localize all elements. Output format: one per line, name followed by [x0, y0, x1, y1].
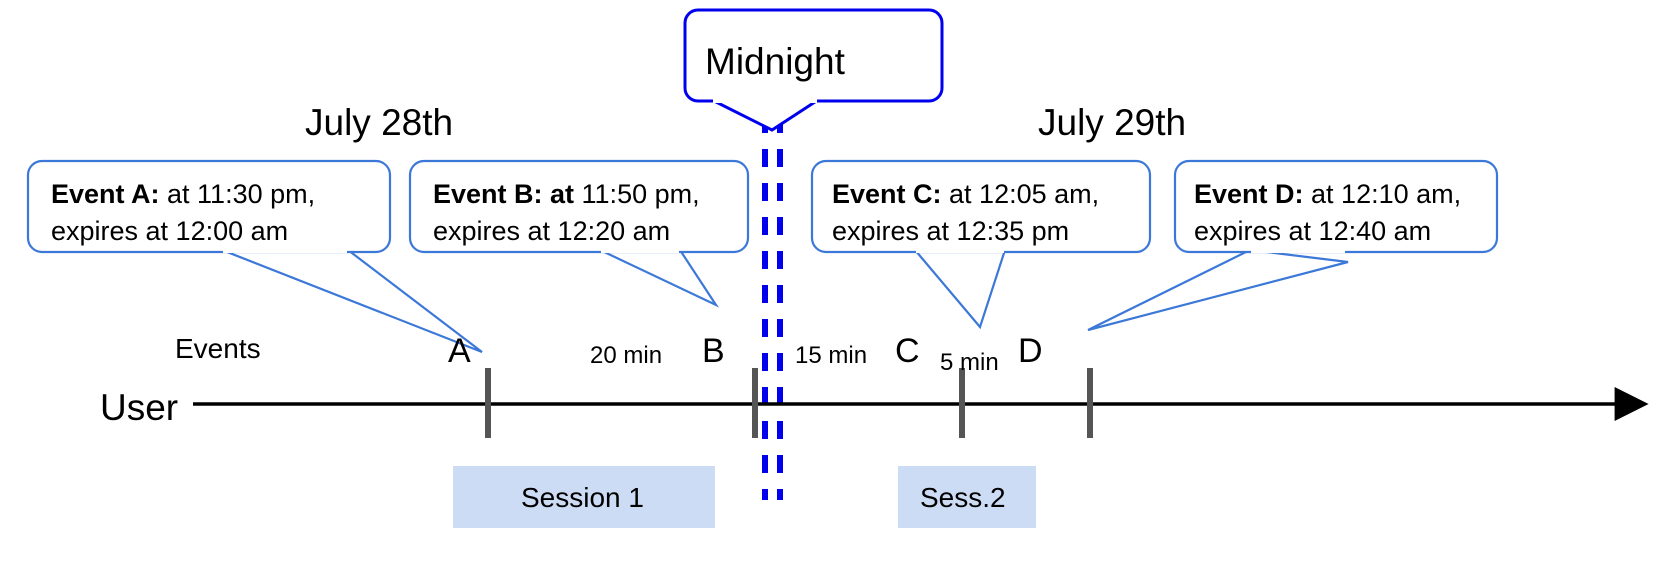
callout-a-line2: expires at 12:00 am	[51, 216, 288, 246]
callout-c-bold: Event C:	[832, 179, 942, 209]
callout-c-rest: at 12:05 am,	[942, 179, 1100, 209]
event-marker-c[interactable]: C	[895, 332, 965, 438]
callout-event-d[interactable]: Event D: at 12:10 am, expires at 12:40 a…	[1087, 159, 1499, 332]
gap-label-5min: 5 min	[940, 349, 999, 376]
date-label-july-29: July 29th	[1038, 102, 1186, 143]
session-bar-1[interactable]: Session 1	[453, 466, 715, 528]
row-label-user: User	[100, 387, 178, 428]
event-marker-b[interactable]: B	[702, 332, 758, 438]
event-letter-a: A	[448, 332, 471, 370]
callout-d-line1: Event D: at 12:10 am,	[1194, 179, 1461, 209]
callout-c-line2: expires at 12:35 pm	[832, 216, 1069, 246]
callout-d-bold: Event D:	[1194, 179, 1304, 209]
callout-b-line1: Event B: at 11:50 pm,	[433, 179, 700, 209]
callout-event-c[interactable]: Event C: at 12:05 am, expires at 12:35 p…	[810, 159, 1152, 330]
gap-label-20min: 20 min	[590, 342, 662, 369]
callout-b-bold: Event B: at	[433, 179, 574, 209]
session-2-label: Sess.2	[920, 482, 1006, 513]
callout-d-line2: expires at 12:40 am	[1194, 216, 1431, 246]
callout-a-tail	[221, 248, 483, 354]
callout-d-tail	[1087, 248, 1349, 332]
session-bar-2[interactable]: Sess.2	[898, 466, 1036, 528]
callout-b-rest: 11:50 pm,	[574, 179, 700, 209]
event-letter-b: B	[702, 332, 725, 370]
midnight-callout[interactable]: Midnight	[683, 8, 944, 132]
midnight-divider	[762, 115, 783, 500]
event-marker-a[interactable]: A	[448, 332, 491, 438]
callout-a-line1: Event A: at 11:30 pm,	[51, 179, 315, 209]
date-label-july-28: July 28th	[305, 102, 453, 143]
callout-c-line1: Event C: at 12:05 am,	[832, 179, 1099, 209]
session-2-rect	[898, 466, 1036, 528]
event-marker-d[interactable]: D	[1018, 332, 1093, 438]
event-letter-d: D	[1018, 332, 1043, 370]
callout-event-a[interactable]: Event A: at 11:30 pm, expires at 12:00 a…	[26, 159, 483, 354]
gap-label-15min: 15 min	[795, 342, 867, 369]
callout-b-tail	[599, 248, 720, 308]
callout-b-box	[408, 159, 750, 254]
row-label-events: Events	[175, 333, 261, 364]
midnight-label: Midnight	[705, 41, 846, 82]
midnight-callout-tail	[711, 98, 824, 132]
callout-d-rest: at 12:10 am,	[1304, 179, 1462, 209]
event-letter-c: C	[895, 332, 920, 370]
session-1-label: Session 1	[521, 482, 644, 513]
session-1-rect	[453, 466, 715, 528]
callout-c-tail	[912, 248, 1007, 330]
callout-b-line2: expires at 12:20 am	[433, 216, 670, 246]
callout-a-bold: Event A:	[51, 179, 160, 209]
callout-a-rest: at 11:30 pm,	[160, 179, 316, 209]
callout-event-b[interactable]: Event B: at 11:50 pm, expires at 12:20 a…	[408, 159, 750, 308]
callout-a-box	[26, 159, 392, 254]
